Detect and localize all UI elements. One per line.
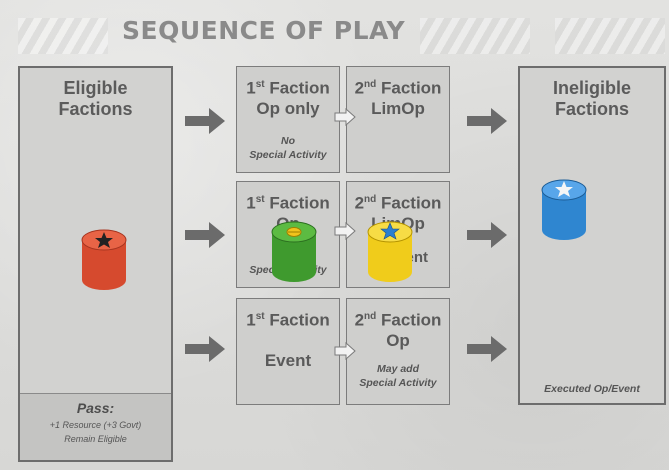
small-arrow-icon [334,342,356,360]
executed-label: Executed Op/Event [544,383,640,395]
arrow-right-icon [467,336,507,362]
white-star-icon [555,181,573,197]
board-title: SEQUENCE OF PLAY [122,16,406,45]
hazard-stripe [555,18,665,54]
arrow-right-icon [185,222,225,248]
row1-second-faction-cell[interactable]: 2nd Faction LimOp [346,66,450,173]
arrow-right-icon [185,108,225,134]
row1-first-faction-cell[interactable]: 1st Faction Op only No Special Activity [236,66,340,173]
hazard-stripe [18,18,108,54]
black-star-icon [95,232,113,248]
ineligible-title: Ineligible Factions [552,78,631,119]
arrow-right-icon [185,336,225,362]
eligible-title: Eligible Factions [58,78,133,119]
blue-star-icon [380,222,400,240]
ineligible-factions-panel[interactable]: Ineligible Factions Executed Op/Event [518,66,666,405]
small-arrow-icon [334,108,356,126]
yellow-faction-cylinder[interactable] [366,220,414,291]
pass-resource-text: +1 Resource (+3 Govt) [49,420,142,430]
red-faction-cylinder[interactable] [80,228,128,299]
pass-title: Pass: [76,400,115,416]
green-faction-cylinder[interactable] [270,220,318,291]
row3-first-faction-cell[interactable]: 1st Faction Event [236,298,340,405]
yellow-coin-icon [286,227,302,237]
eligible-factions-panel[interactable]: Eligible Factions Pass: +1 Resource (+3 … [18,66,173,462]
row3-second-faction-cell[interactable]: 2nd Faction Op May add Special Activity [346,298,450,405]
pass-box[interactable]: Pass: +1 Resource (+3 Govt) Remain Eligi… [20,393,171,460]
pass-remain-text: Remain Eligible [64,434,127,444]
blue-faction-cylinder[interactable] [540,178,588,249]
small-arrow-icon [334,222,356,240]
hazard-stripe [420,18,530,54]
arrow-right-icon [467,108,507,134]
arrow-right-icon [467,222,507,248]
